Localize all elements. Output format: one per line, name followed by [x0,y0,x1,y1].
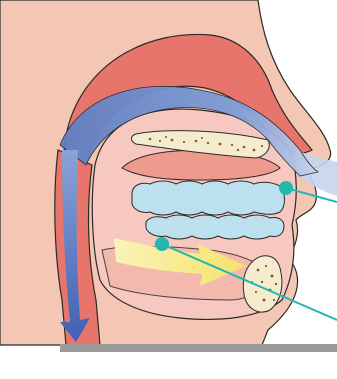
pointer-marker-food [155,237,169,251]
pointer-marker-teeth [279,181,293,195]
lower-teeth [146,215,284,239]
upper-teeth [132,181,285,215]
floor-bar [60,344,337,352]
